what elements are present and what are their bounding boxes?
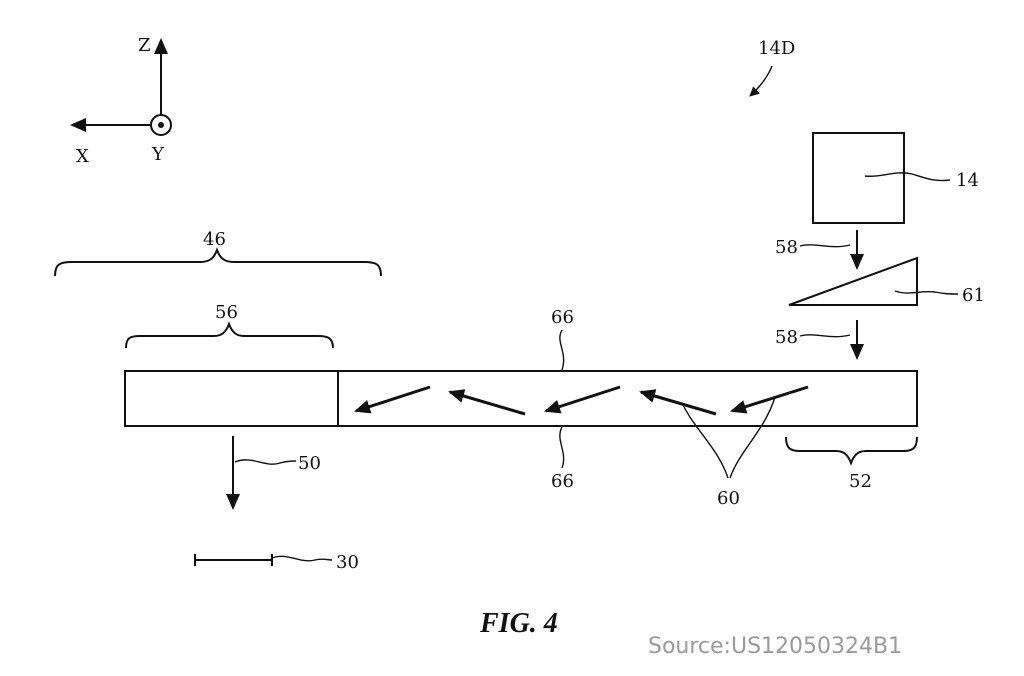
x-axis-label: X [76,146,89,167]
waveguide-body [124,370,918,427]
ray-arrow-2 [639,389,717,416]
ray-arrow-1 [730,385,809,414]
ref-60-label: 60 [717,488,740,509]
ref-46-label: 46 [203,229,226,250]
ref-61-label: 61 [962,285,985,306]
ref-30-label: 30 [336,552,359,573]
ref-58-top-leader [799,244,851,248]
propagation-arrows [354,385,809,416]
ref-58-bottom-leader [799,334,851,338]
ref-66-bottom: 66 [551,426,574,492]
brace-46: 46 [54,229,382,277]
light-beam-58-top: 58 [775,230,864,270]
ref-56-label: 56 [215,302,238,323]
ray-arrow-5 [354,385,431,414]
brace-46-shape [54,247,382,277]
eye-box-30: 30 [194,552,359,573]
ref-14-label: 14 [956,170,979,191]
y-axis-dot [158,122,164,128]
prism-61: 61 [788,256,985,306]
ref-60-leader-right [729,396,776,479]
ref-60-leader-left [681,402,729,479]
light-source-14: 14 [812,132,979,224]
waveguide [124,370,918,427]
light-beam-58-bottom: 58 [775,320,864,360]
figure-caption: FIG. 4 [479,608,558,639]
ref-66-bottom-leader [559,426,565,469]
ref-60: 60 [681,396,776,509]
ref-66-top-label: 66 [551,307,574,328]
prism-triangle [788,256,918,306]
y-axis-out-of-page-symbol [150,114,172,136]
ref-30-leader [271,555,333,562]
ref-14d-label: 14D [758,38,795,59]
ref-50-leader [234,459,297,465]
output-light-50: 50 [226,436,321,510]
ray-arrow-4 [448,389,526,416]
ref-58-top-label: 58 [775,237,798,258]
ref-58-bottom-label: 58 [775,327,798,348]
ref-66-bottom-label: 66 [551,471,574,492]
brace-52-shape [785,436,918,466]
ref-14d: 14D [749,38,795,97]
brace-56: 56 [125,302,334,349]
brace-56-shape [125,321,334,349]
ref-61-leader [894,290,959,295]
light-source-box [812,132,905,224]
ray-arrow-3 [544,385,621,414]
coordinate-axes: Z X Y [70,35,172,167]
ref-52-label: 52 [849,471,872,492]
ref-66-top-leader [559,329,565,371]
ref-50-label: 50 [298,453,321,474]
ref-66-top: 66 [551,307,574,371]
z-axis-label: Z [138,35,151,56]
y-axis-label: Y [151,144,165,165]
ref-14-leader [864,172,951,182]
ref-14d-leader [749,65,773,97]
brace-52: 52 [785,436,918,492]
source-note: Source:US12050324B1 [648,634,902,659]
